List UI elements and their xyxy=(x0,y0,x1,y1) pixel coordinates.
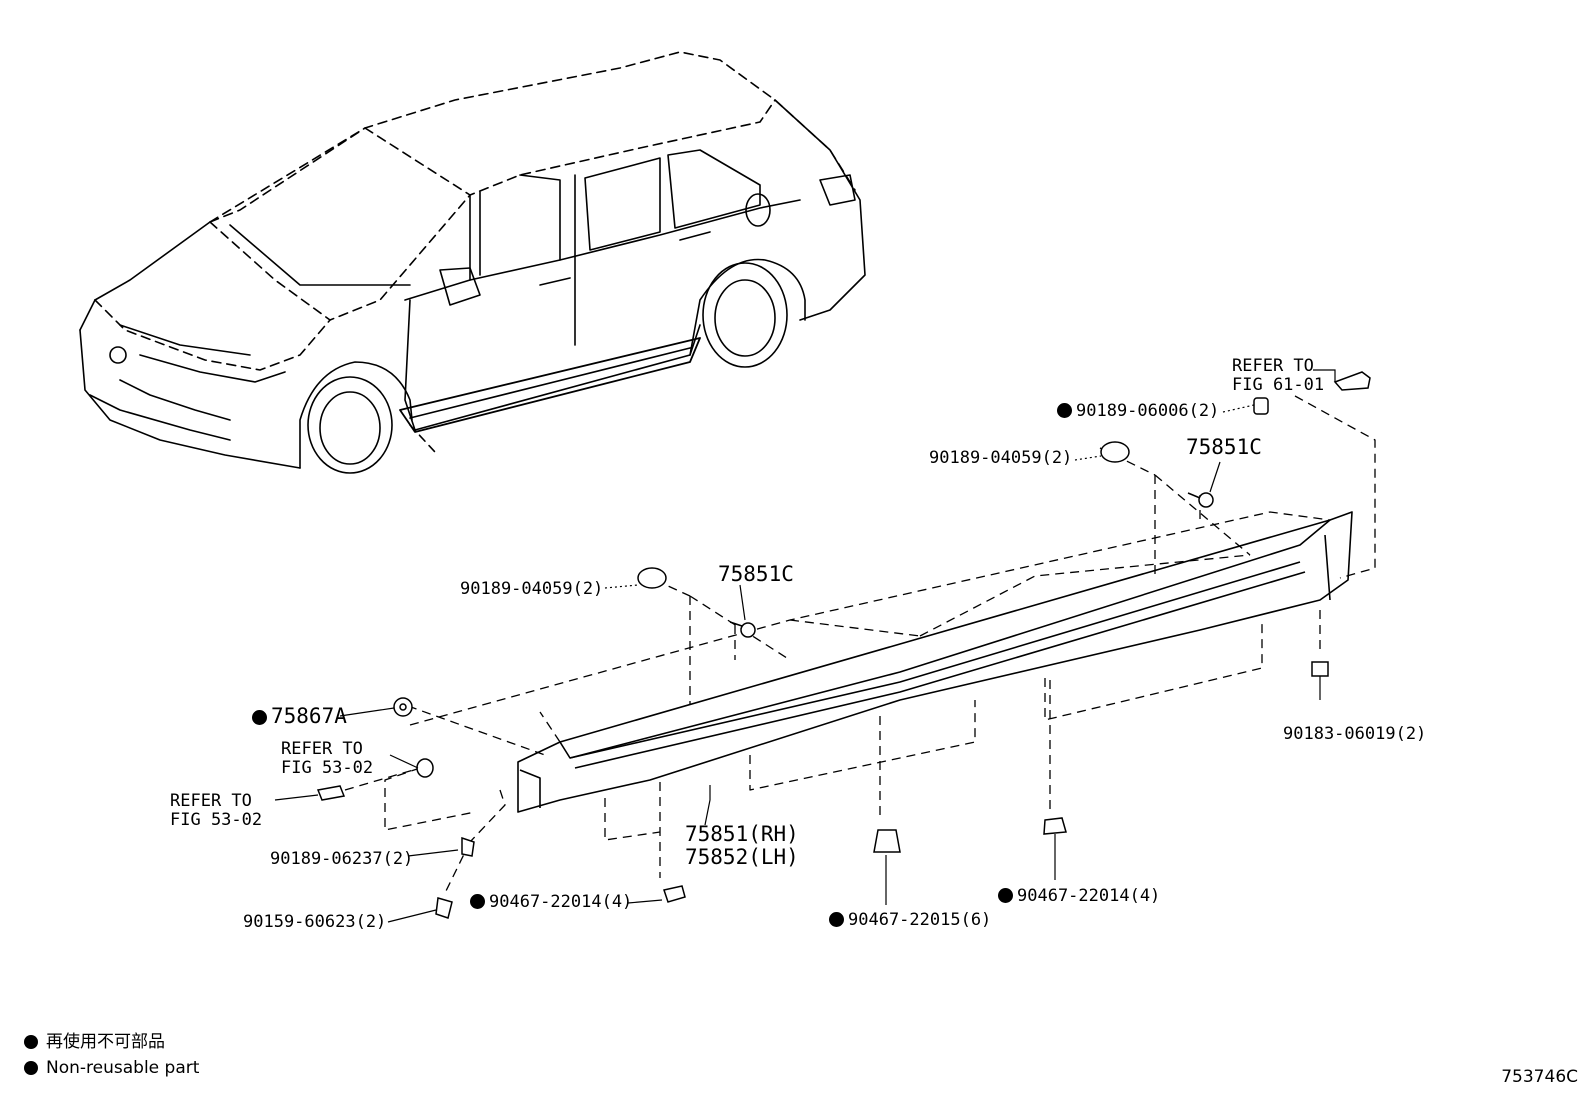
non-reusable-dot-icon xyxy=(252,710,267,725)
illustration-id: 753746C xyxy=(1501,1067,1578,1087)
non-reusable-dot-icon xyxy=(829,912,844,927)
legend-english: Non-reusable part xyxy=(24,1058,199,1078)
label-90189-06006: 90189-06006(2) xyxy=(1057,402,1219,421)
legend-dot-icon xyxy=(24,1035,38,1049)
label-75851c-right: 75851C xyxy=(1186,435,1262,459)
label-90189-06237: 90189-06237(2) xyxy=(270,849,414,869)
label-90467-22015: 90467-22015(6) xyxy=(829,911,991,930)
rocker-panel xyxy=(344,395,1376,894)
label-refer-fig-61-01: REFER TO FIG 61-01 xyxy=(1232,356,1325,395)
label-90159-60623: 90159-60623(2) xyxy=(243,912,387,932)
label-75851c-left: 75851C xyxy=(718,562,794,586)
vehicle-illustration xyxy=(79,51,866,474)
label-90467-22014-left: 90467-22014(4) xyxy=(470,893,632,912)
label-75851-rh: 75851(RH) xyxy=(685,822,799,846)
label-90467-22014-right: 90467-22014(4) xyxy=(998,887,1160,906)
label-90189-04059-left: 90189-04059(2) xyxy=(460,579,604,599)
non-reusable-dot-icon xyxy=(998,888,1013,903)
leader-lines xyxy=(274,369,1336,923)
non-reusable-dot-icon xyxy=(1057,403,1072,418)
legend-dot-icon xyxy=(24,1061,38,1075)
non-reusable-dot-icon xyxy=(470,894,485,909)
legend-japanese: 再使用不可部品 xyxy=(24,1032,165,1052)
label-refer-fig-53-02-b: REFER TO FIG 53-02 xyxy=(170,791,263,830)
label-refer-fig-53-02-a: REFER TO FIG 53-02 xyxy=(281,739,374,778)
label-90183-06019: 90183-06019(2) xyxy=(1283,724,1427,744)
label-90189-04059-right: 90189-04059(2) xyxy=(929,448,1073,468)
label-75867a: 75867A xyxy=(252,705,347,728)
label-75852-lh: 75852(LH) xyxy=(685,845,799,869)
fasteners xyxy=(316,371,1371,919)
